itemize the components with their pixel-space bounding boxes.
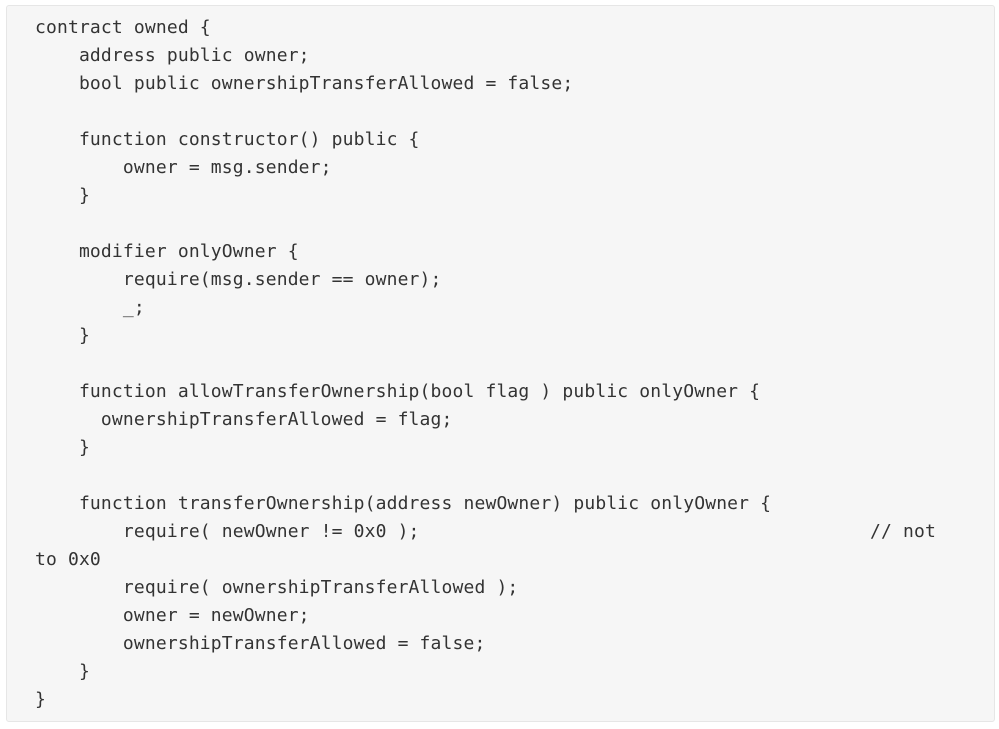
code-line: function transferOwnership(address newOw…: [35, 493, 772, 514]
code-line: require( newOwner != 0x0 ); // not: [35, 521, 936, 542]
code-line: [35, 462, 936, 490]
code-line: }: [35, 185, 90, 206]
code-line: address public owner;: [35, 45, 310, 66]
code-line: ownershipTransferAllowed = flag;: [35, 409, 453, 430]
code-line: [35, 350, 936, 378]
code-line: require(msg.sender == owner);: [35, 269, 442, 290]
code-line: bool public ownershipTransferAllowed = f…: [35, 73, 574, 94]
code-line: function allowTransferOwnership(bool fla…: [35, 381, 761, 402]
code-line: function constructor() public {: [35, 129, 420, 150]
code-line: contract owned {: [35, 17, 211, 38]
code-line: ownershipTransferAllowed = false;: [35, 633, 486, 654]
code-lines: contract owned { address public owner; b…: [35, 14, 936, 714]
code-line: modifier onlyOwner {: [35, 241, 299, 262]
code-line: owner = msg.sender;: [35, 157, 332, 178]
code-line: require( ownershipTransferAllowed );: [35, 577, 519, 598]
code-line: [35, 210, 936, 238]
code-line: [35, 98, 936, 126]
code-line: }: [35, 437, 90, 458]
code-line: }: [35, 325, 90, 346]
code-line: }: [35, 661, 90, 682]
code-block: contract owned { address public owner; b…: [6, 5, 995, 722]
code-line: }: [35, 689, 46, 710]
code-line: owner = newOwner;: [35, 605, 310, 626]
code-line: _;: [35, 297, 145, 318]
code-line: to 0x0: [35, 549, 101, 570]
